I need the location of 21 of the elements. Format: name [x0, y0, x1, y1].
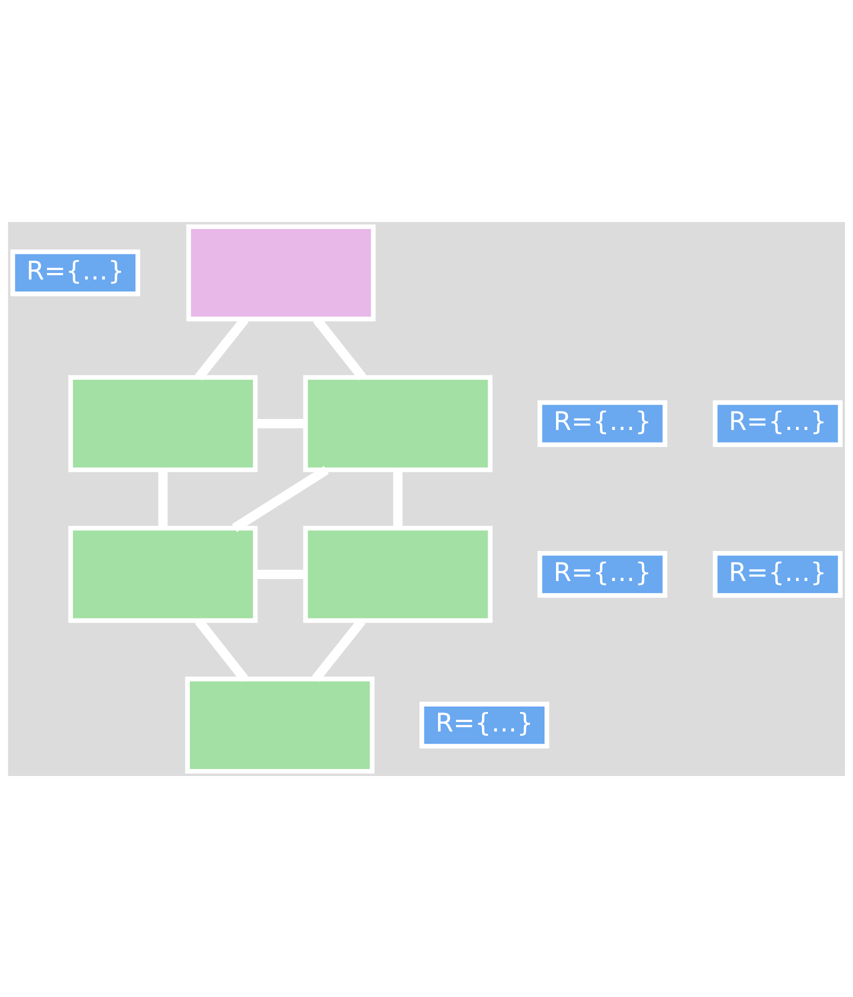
node-box	[68, 525, 258, 622]
node-box	[303, 374, 493, 472]
node-box: R={…}	[538, 400, 668, 446]
node-box: R={…}	[419, 701, 550, 748]
connector	[195, 316, 249, 380]
node-box	[303, 525, 493, 622]
node-box: R={…}	[538, 550, 668, 598]
node-box	[68, 374, 258, 472]
connector	[393, 470, 403, 528]
connector	[256, 569, 306, 579]
node-box: R={…}	[712, 550, 843, 598]
node-box	[185, 676, 374, 774]
node-box: R={…}	[10, 248, 140, 296]
node-box	[186, 224, 376, 321]
connector	[256, 418, 306, 428]
connector	[158, 470, 168, 528]
node-box: R={…}	[712, 400, 843, 446]
connector	[232, 465, 329, 532]
connector	[313, 316, 366, 380]
connector	[194, 618, 248, 682]
connector	[312, 617, 366, 682]
